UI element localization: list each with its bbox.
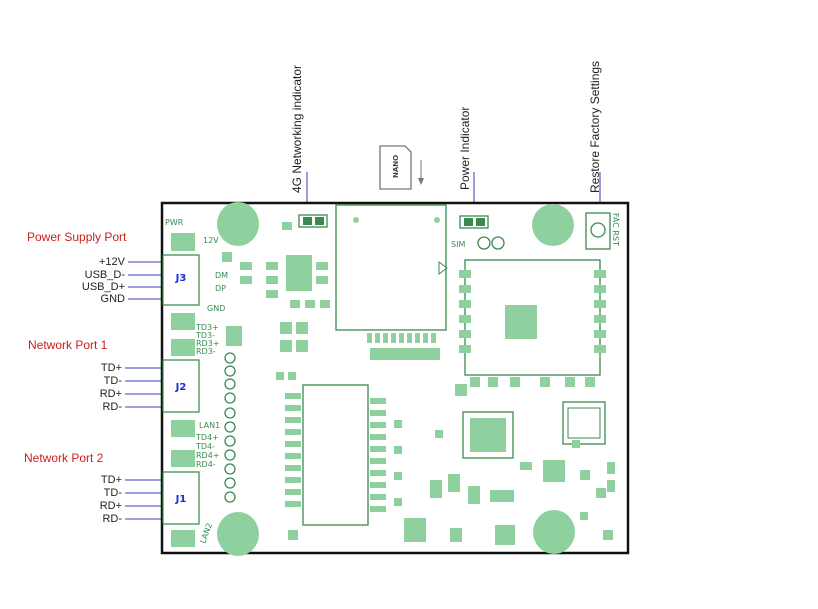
silk-lan1: LAN1 (199, 421, 220, 430)
pin-label: USB_D- (84, 269, 125, 281)
nano-sim-card: NANO (379, 145, 424, 190)
factory-reset-button[interactable] (585, 212, 611, 250)
silk-td4p: TD4+ (195, 433, 219, 442)
connector-j3-label: J3 (175, 273, 187, 284)
silk-rd4p: RD4+ (196, 451, 220, 460)
silk-td3p: TD3+ (195, 323, 219, 332)
silk-rd3m: RD3- (196, 347, 216, 356)
network-port-1-title: Network Port 1 (28, 338, 108, 352)
silk-td3m: TD3- (195, 331, 215, 340)
4g-indicator-led (298, 214, 328, 228)
lan-pin-row (224, 352, 236, 503)
network-port-2-title: Network Port 2 (24, 451, 104, 465)
svg-text:NANO: NANO (392, 155, 400, 178)
silk-fac-rst: FAC RST (611, 213, 620, 246)
small-ic (562, 401, 606, 445)
pin-label: TD- (103, 487, 122, 499)
pin-label: RD- (102, 401, 122, 413)
connector-j2 (162, 359, 200, 413)
pin-label: GND (100, 293, 125, 305)
pin-label: USB_D+ (81, 281, 125, 293)
pin-leader-lines (125, 172, 601, 520)
pin-label: +12V (99, 256, 125, 268)
silk-pwr: PWR (165, 218, 184, 227)
pin-label: TD+ (100, 362, 122, 374)
pin-label: TD+ (100, 474, 122, 486)
silk-12v: 12V (203, 236, 219, 245)
silk-rd4m: RD4- (196, 460, 216, 469)
pcb-board-outline (160, 201, 630, 555)
silk-dp: DP (215, 284, 226, 293)
connector-j2-label: J2 (175, 382, 187, 393)
pin-label: RD+ (99, 500, 122, 512)
connector-j1-label: J1 (175, 494, 187, 505)
connector-j3 (162, 254, 200, 306)
silk-dm: DM (215, 271, 228, 280)
silk-td4m: TD4- (195, 442, 215, 451)
pin-label: RD+ (99, 388, 122, 400)
silk-rd3p: RD3+ (196, 339, 220, 348)
silk-sim: SIM (451, 240, 465, 249)
power-indicator-led (459, 215, 489, 229)
pin-label: RD- (102, 513, 122, 525)
silk-gnd: GND (207, 304, 225, 313)
pin-label: TD- (103, 375, 122, 387)
connector-j1 (162, 471, 200, 525)
lan-transformer (302, 384, 369, 526)
power-supply-port-title: Power Supply Port (27, 230, 127, 244)
mounting-holes (217, 202, 575, 556)
